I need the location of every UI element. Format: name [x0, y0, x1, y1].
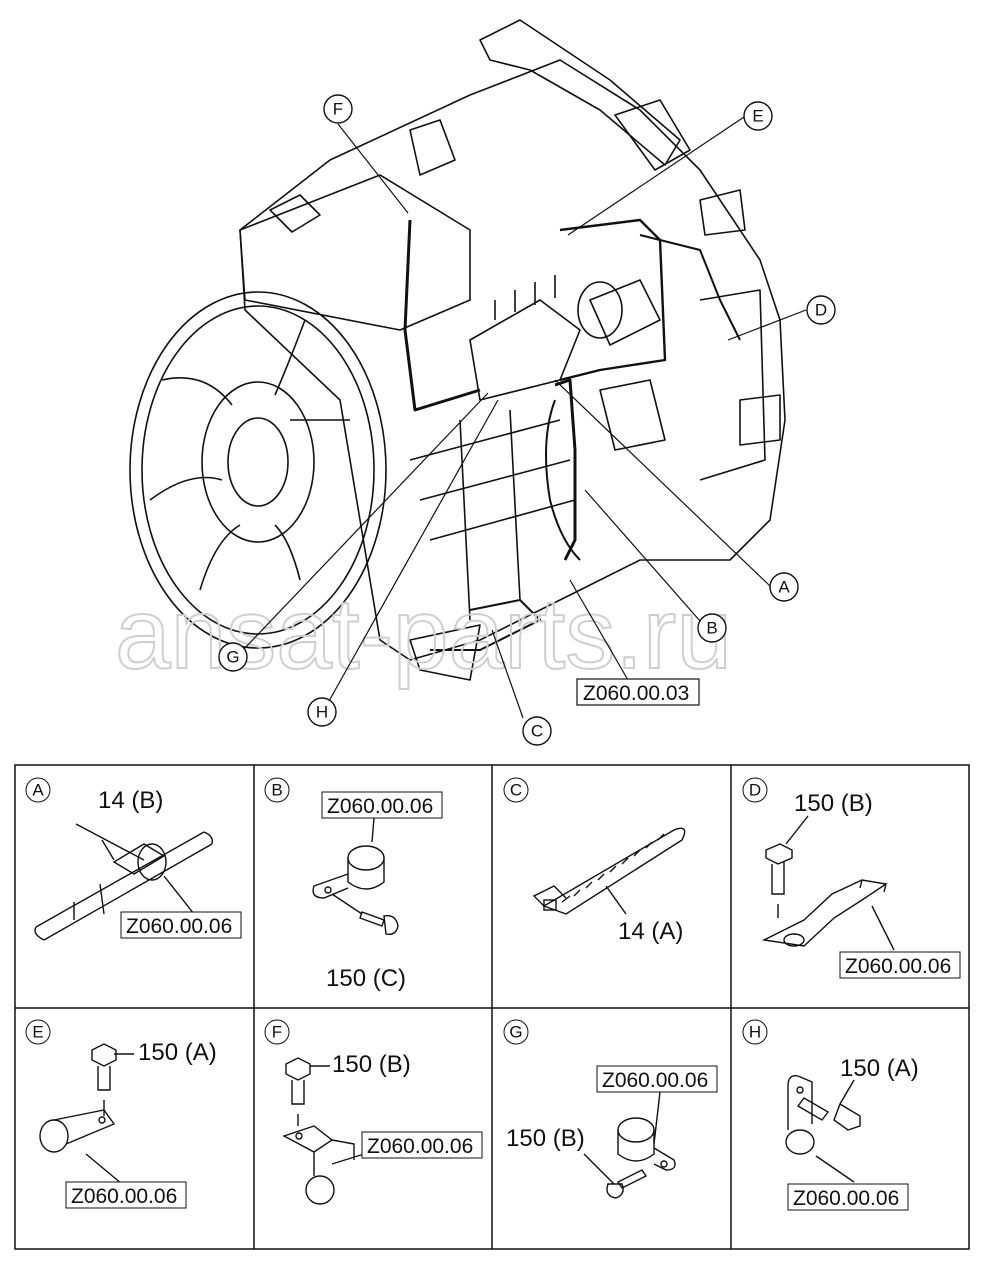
svg-text:B: B	[706, 619, 717, 638]
callout-G[interactable]: G	[218, 642, 248, 672]
callout-H[interactable]: H	[307, 697, 337, 727]
part-label: 14 (B)	[98, 787, 163, 814]
watermark-text: ansat-parts.ru	[115, 578, 732, 690]
cable-tie-drawing	[34, 823, 214, 941]
code-tag[interactable]: Z060.00.06	[596, 1065, 718, 1093]
panel-letter: H	[749, 1023, 761, 1042]
svg-text:Z060.00.06: Z060.00.06	[367, 1135, 473, 1158]
panel-letter: F	[272, 1023, 282, 1042]
panel-H: H 150 (A) Z060.00.06	[742, 1019, 919, 1211]
callout-A[interactable]: A	[769, 572, 799, 602]
part-label: 150 (B)	[332, 1051, 411, 1078]
panel-G: G Z060.00.06 150 (B)	[503, 1019, 718, 1199]
svg-text:F: F	[333, 100, 343, 119]
part-label: 150 (A)	[138, 1039, 217, 1066]
svg-text:A: A	[778, 578, 790, 597]
callout-E[interactable]: E	[743, 101, 773, 131]
code-tag[interactable]: Z060.00.06	[65, 1181, 187, 1209]
part-label: 150 (B)	[794, 790, 873, 817]
panel-letter: C	[510, 781, 522, 800]
svg-text:Z060.00.06: Z060.00.06	[793, 1187, 899, 1210]
engine-diagram: ansat-parts.ru F E D A B G H C Z060.00.0…	[114, 19, 836, 746]
callout-D[interactable]: D	[806, 295, 836, 325]
svg-text:Z060.00.06: Z060.00.06	[71, 1185, 177, 1208]
fan-hub	[201, 381, 315, 543]
part-label: 150 (A)	[840, 1055, 919, 1082]
clip-drawing	[39, 1043, 134, 1185]
code-tag[interactable]: Z060.00.06	[839, 951, 961, 979]
panel-letter: B	[271, 781, 282, 800]
part-label: 150 (C)	[326, 965, 406, 992]
leader-lines	[243, 116, 807, 719]
svg-text:C: C	[531, 722, 543, 741]
cable-tie-drawing	[532, 827, 686, 915]
panel-F: F 150 (B) Z060.00.06	[264, 1019, 483, 1205]
svg-text:Z060.00.03: Z060.00.03	[583, 682, 689, 705]
panel-letter: D	[749, 781, 761, 800]
code-tag[interactable]: Z060.00.06	[321, 791, 443, 819]
svg-text:Z060.00.06: Z060.00.06	[327, 795, 433, 818]
panel-E: E 150 (A) Z060.00.06	[25, 1019, 217, 1209]
grid-lines	[14, 764, 970, 1250]
code-tag[interactable]: Z060.00.06	[120, 911, 242, 939]
panel-letter: E	[32, 1023, 43, 1042]
svg-text:H: H	[316, 703, 328, 722]
callout-F[interactable]: F	[323, 94, 353, 124]
clip-drawing	[583, 1091, 676, 1199]
panel-D: D 150 (B) Z060.00.06	[742, 777, 961, 979]
svg-text:E: E	[752, 107, 763, 126]
fan-outer-ring	[129, 291, 387, 649]
callout-C[interactable]: C	[522, 716, 552, 746]
svg-text:Z060.00.06: Z060.00.06	[126, 915, 232, 938]
svg-text:Z060.00.06: Z060.00.06	[845, 955, 951, 978]
callout-B[interactable]: B	[697, 613, 727, 643]
engine-drawing	[129, 19, 786, 681]
clip-drawing	[282, 1057, 365, 1205]
code-tag[interactable]: Z060.00.06	[361, 1131, 483, 1159]
panel-C: C 14 (A)	[503, 777, 686, 945]
code-tag[interactable]: Z060.00.06	[787, 1183, 909, 1211]
part-label: 150 (B)	[506, 1125, 585, 1152]
panel-letter: A	[32, 781, 44, 800]
svg-text:D: D	[815, 301, 827, 320]
part-label: 14 (A)	[618, 918, 683, 945]
detail-panels: A 14 (B) Z060.00.06 B Z060.00.06	[14, 764, 970, 1250]
panel-B: B Z060.00.06 150 (C)	[264, 777, 443, 992]
panel-letter: G	[509, 1023, 522, 1042]
svg-text:Z060.00.06: Z060.00.06	[602, 1069, 708, 1092]
clip-drawing	[312, 817, 399, 936]
main-ref-code[interactable]: Z060.00.03	[576, 678, 700, 706]
panel-A: A 14 (B) Z060.00.06	[25, 777, 242, 941]
clip-drawing	[785, 1075, 861, 1183]
svg-text:G: G	[226, 648, 239, 667]
bracket-drawing	[761, 815, 895, 951]
